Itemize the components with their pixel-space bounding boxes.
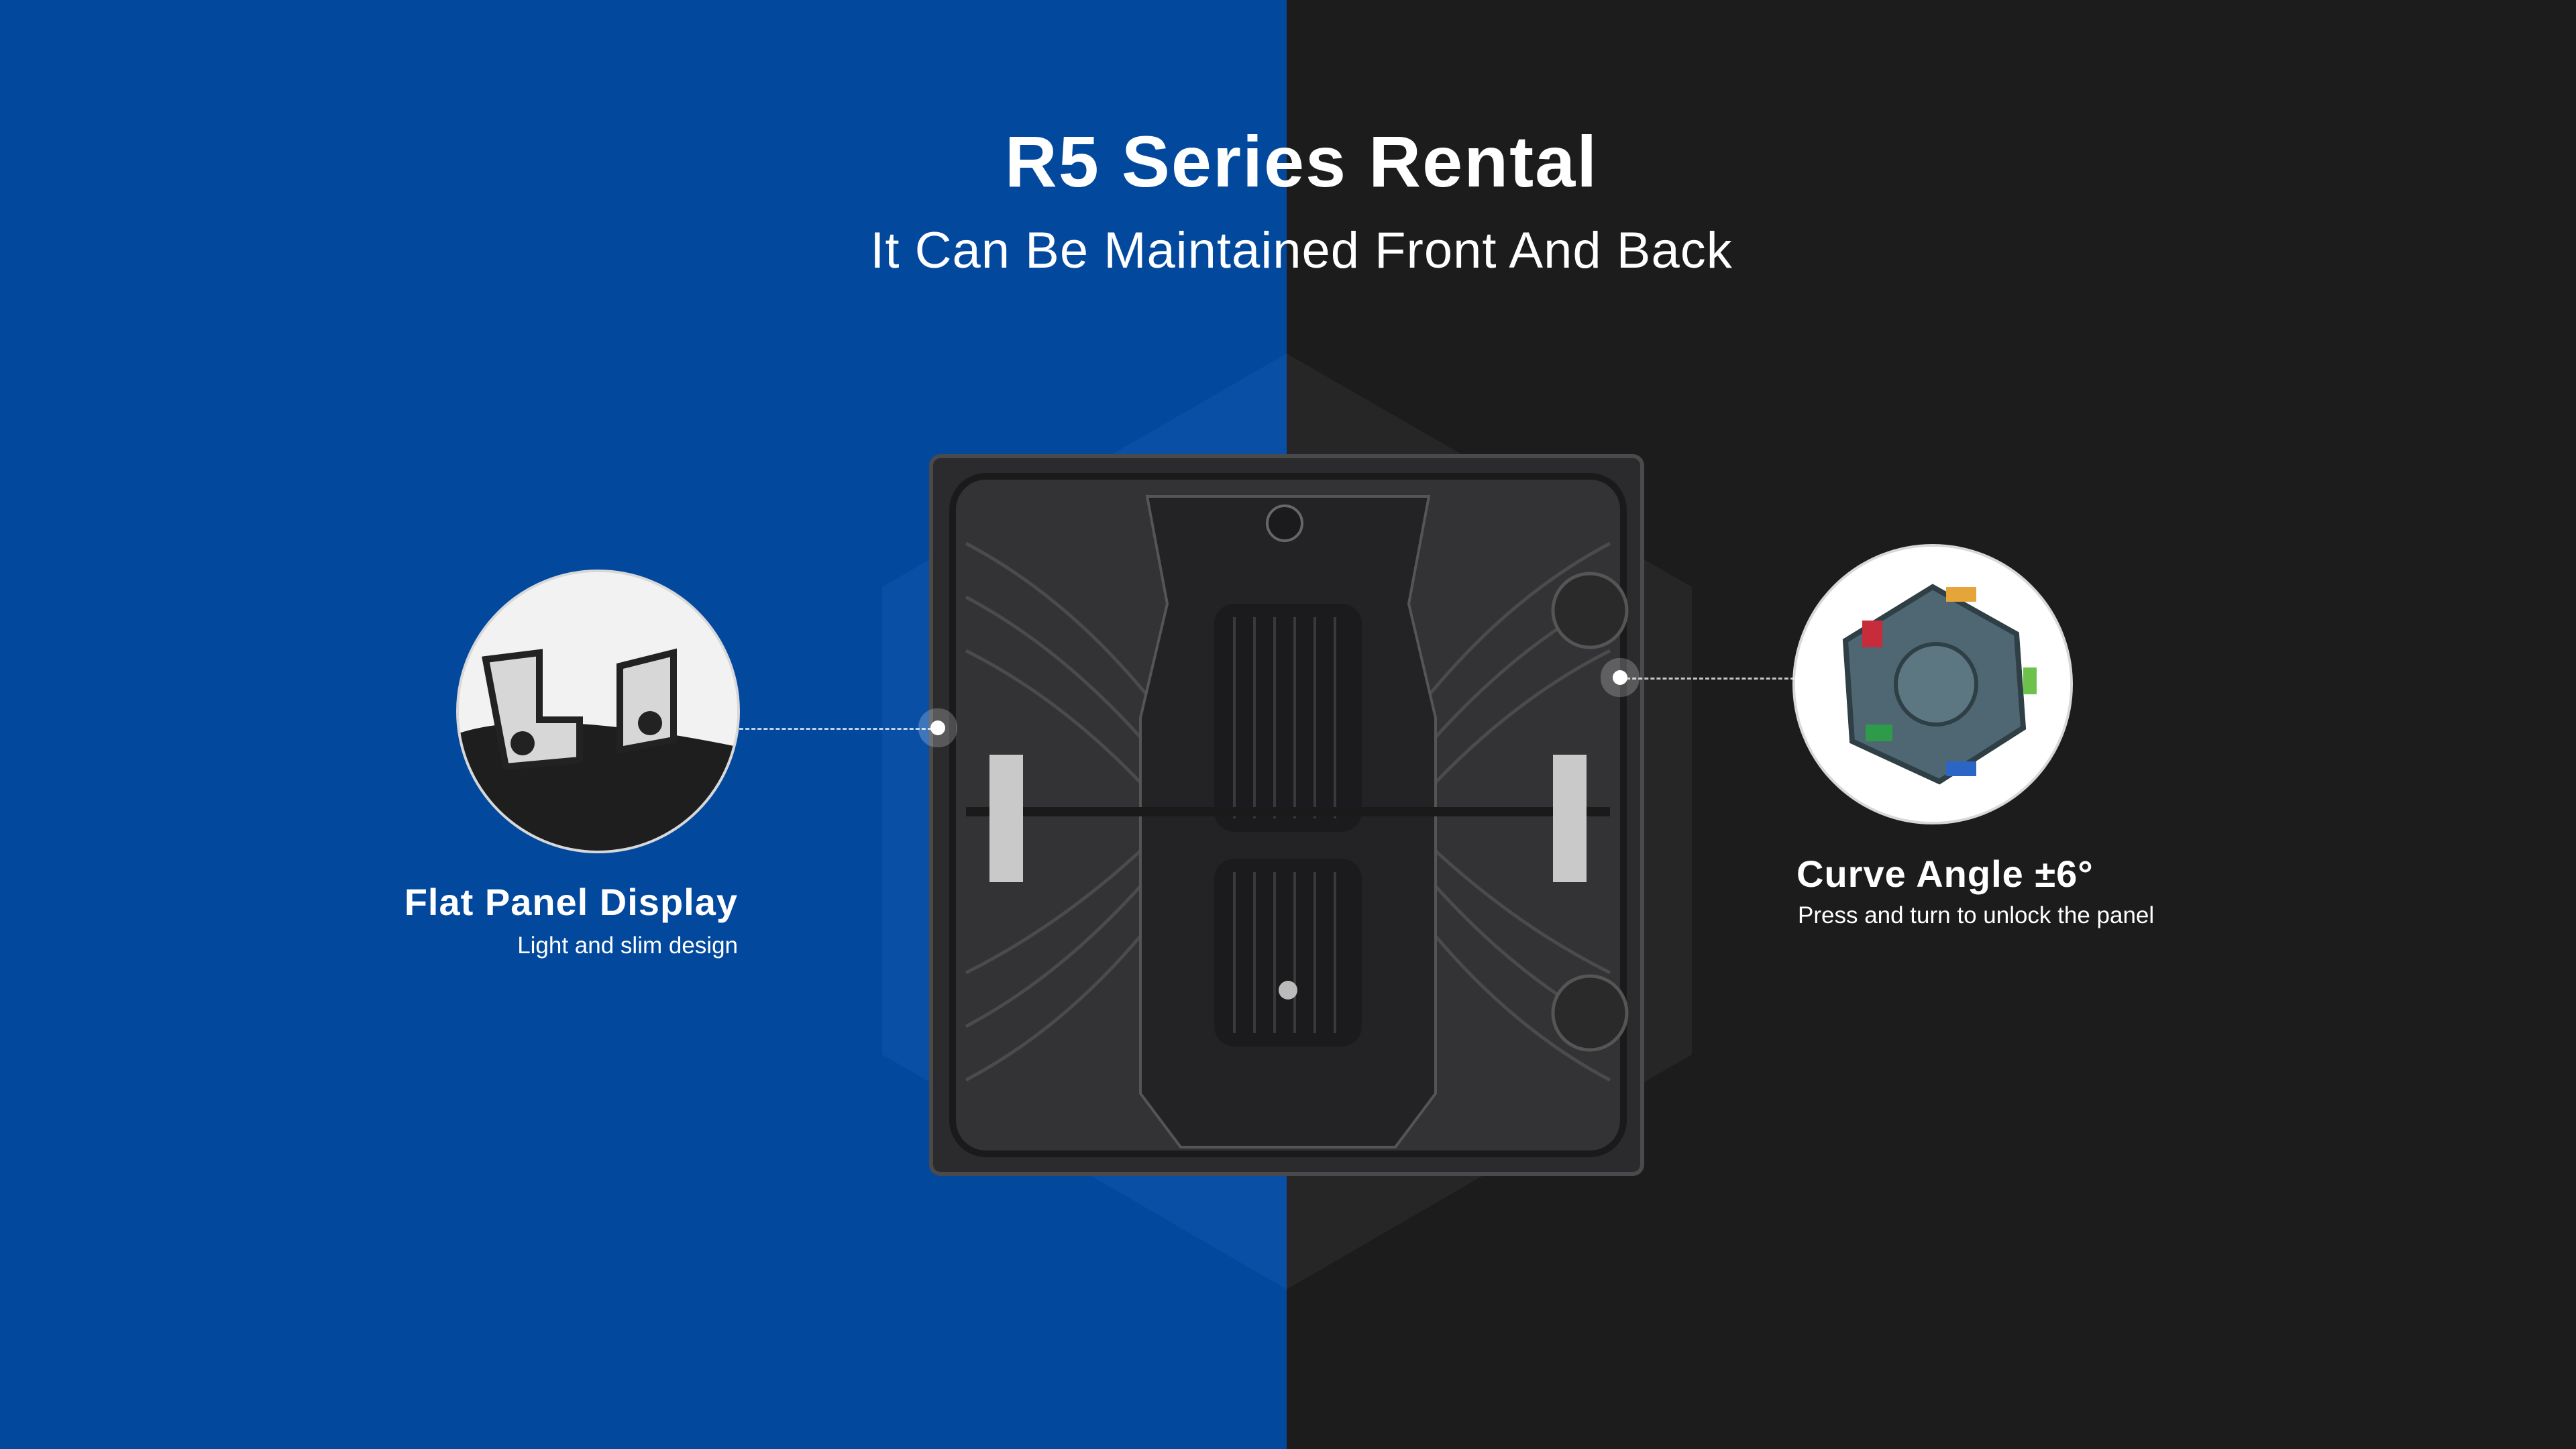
right-callout-dot — [1613, 670, 1627, 685]
feature-subtitle-flat-panel: Light and slim design — [517, 932, 738, 959]
curve-lock-knob-closeup-image — [1792, 544, 2073, 824]
page-title: R5 Series Rental — [1004, 121, 1599, 202]
led-panel-rear-image — [929, 454, 1644, 1176]
page-subtitle: It Can Be Maintained Front And Back — [870, 222, 1733, 279]
feature-title-curve-angle: Curve Angle ±6° — [1796, 853, 2094, 895]
left-callout-dot — [930, 720, 945, 735]
flat-panel-bracket-closeup-image — [456, 570, 740, 853]
left-callout-line — [739, 728, 938, 730]
feature-title-flat-panel: Flat Panel Display — [404, 881, 738, 923]
feature-subtitle-curve-angle: Press and turn to unlock the panel — [1798, 902, 2155, 928]
right-callout-line — [1620, 678, 1794, 680]
